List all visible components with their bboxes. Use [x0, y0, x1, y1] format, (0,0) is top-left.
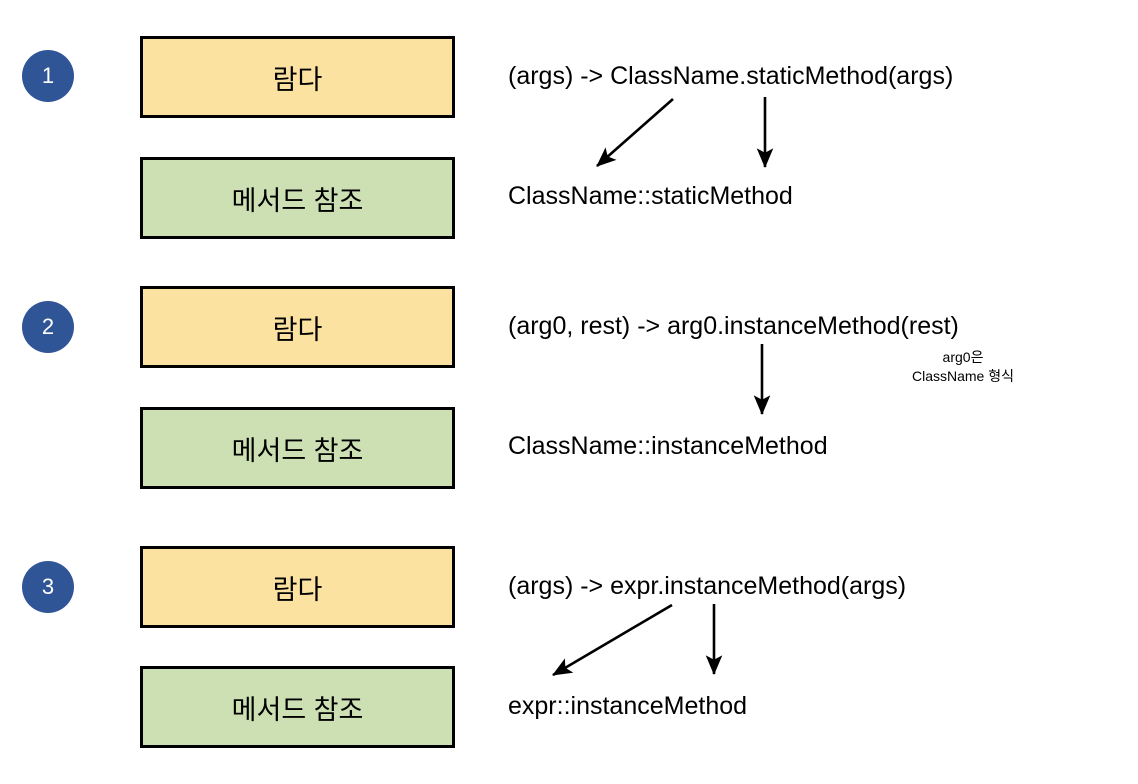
lambda-box-label: 람다 — [272, 314, 323, 345]
lambda-box-label: 람다 — [272, 574, 323, 605]
arg0-format-note-line-2: ClassName 형식 — [911, 367, 1014, 384]
method-reference-box-label: 메서드 참조 — [231, 435, 364, 466]
lambda-box-1: 람다 — [140, 36, 455, 118]
method-reference-code-3: expr::instanceMethod — [508, 692, 748, 720]
method-reference-code-1: ClassName::staticMethod — [508, 182, 793, 210]
method-reference-box-label: 메서드 참조 — [231, 694, 364, 725]
method-reference-box-label: 메서드 참조 — [231, 185, 364, 216]
method-reference-code-2: ClassName::instanceMethod — [508, 432, 828, 460]
lambda-code-1: (args) -> ClassName.staticMethod(args) — [508, 62, 954, 90]
step-badge-2: 2 — [22, 301, 74, 353]
lambda-box-3: 람다 — [140, 546, 455, 628]
transform-arrow-diagonal-1 — [596, 98, 674, 167]
transform-arrow-diagonal-3 — [552, 603, 673, 677]
lambda-box-label: 람다 — [272, 64, 323, 95]
method-reference-box-1: 메서드 참조 — [140, 157, 455, 239]
step-badge-1: 1 — [22, 50, 74, 102]
method-reference-box-2: 메서드 참조 — [140, 407, 455, 489]
lambda-box-2: 람다 — [140, 286, 455, 368]
arg0-format-note: arg0은 ClassName 형식 — [888, 348, 1038, 386]
lambda-code-2: (arg0, rest) -> arg0.instanceMethod(rest… — [508, 312, 959, 340]
lambda-code-3: (args) -> expr.instanceMethod(args) — [508, 572, 907, 600]
method-reference-box-3: 메서드 참조 — [140, 666, 455, 748]
step-badge-3: 3 — [22, 561, 74, 613]
arg0-format-note-line-1: arg0은 — [942, 349, 984, 365]
